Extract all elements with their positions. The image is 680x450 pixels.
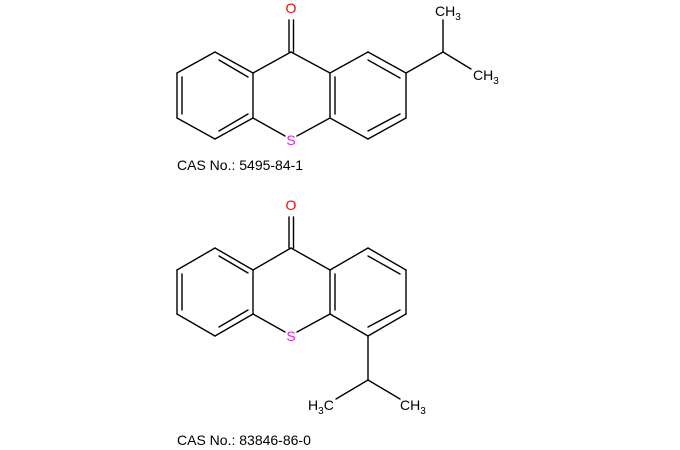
bond (214, 117, 254, 140)
bond (252, 313, 286, 333)
bond (218, 113, 249, 132)
bond (367, 313, 407, 337)
bond (367, 255, 401, 275)
bond (252, 117, 286, 137)
bond (176, 51, 216, 74)
bond (214, 51, 254, 74)
bond (367, 59, 401, 79)
bond (290, 51, 331, 74)
oxygen-atom-label: O (286, 197, 297, 213)
bond (218, 309, 249, 328)
bond (367, 51, 407, 74)
bond (290, 247, 331, 271)
bond-lines (176, 216, 407, 400)
bond (252, 247, 292, 271)
bond (367, 309, 401, 328)
bond (367, 117, 407, 140)
bond (296, 313, 331, 333)
bond-lines (176, 19, 472, 140)
bond (329, 51, 369, 74)
oxygen-atom-label: O (286, 0, 297, 16)
bond (367, 113, 401, 132)
bond (329, 313, 369, 337)
methyl-label-left: H3C (308, 397, 334, 417)
bond (329, 247, 369, 271)
bond (296, 117, 331, 137)
bond (176, 247, 216, 271)
molecule-2-isopropylthioxanthone: O S CH3 CH3 CAS No.: 5495-84-1 (176, 0, 499, 173)
molecule-4-isopropylthioxanthone: O S H3C CH3 CAS No.: 83846-86-0 (176, 197, 426, 448)
bond (442, 51, 472, 70)
sulfur-atom-label: S (286, 132, 295, 148)
bond (252, 51, 292, 74)
bond (218, 255, 249, 274)
bond (335, 379, 369, 400)
cas-number-caption: CAS No.: 83846-86-0 (177, 432, 311, 448)
bond (329, 117, 369, 140)
bond (218, 59, 249, 78)
sulfur-atom-label: S (286, 328, 295, 344)
bond (367, 247, 407, 271)
methyl-label-top: CH3 (435, 3, 461, 23)
bond (214, 247, 254, 271)
bond (176, 117, 216, 140)
methyl-label-right: CH3 (400, 397, 426, 417)
bond (176, 313, 216, 337)
bond (405, 51, 444, 74)
bond (214, 313, 254, 337)
bond (367, 379, 401, 400)
methyl-label-right: CH3 (473, 67, 499, 87)
cas-number-caption: CAS No.: 5495-84-1 (177, 157, 303, 173)
